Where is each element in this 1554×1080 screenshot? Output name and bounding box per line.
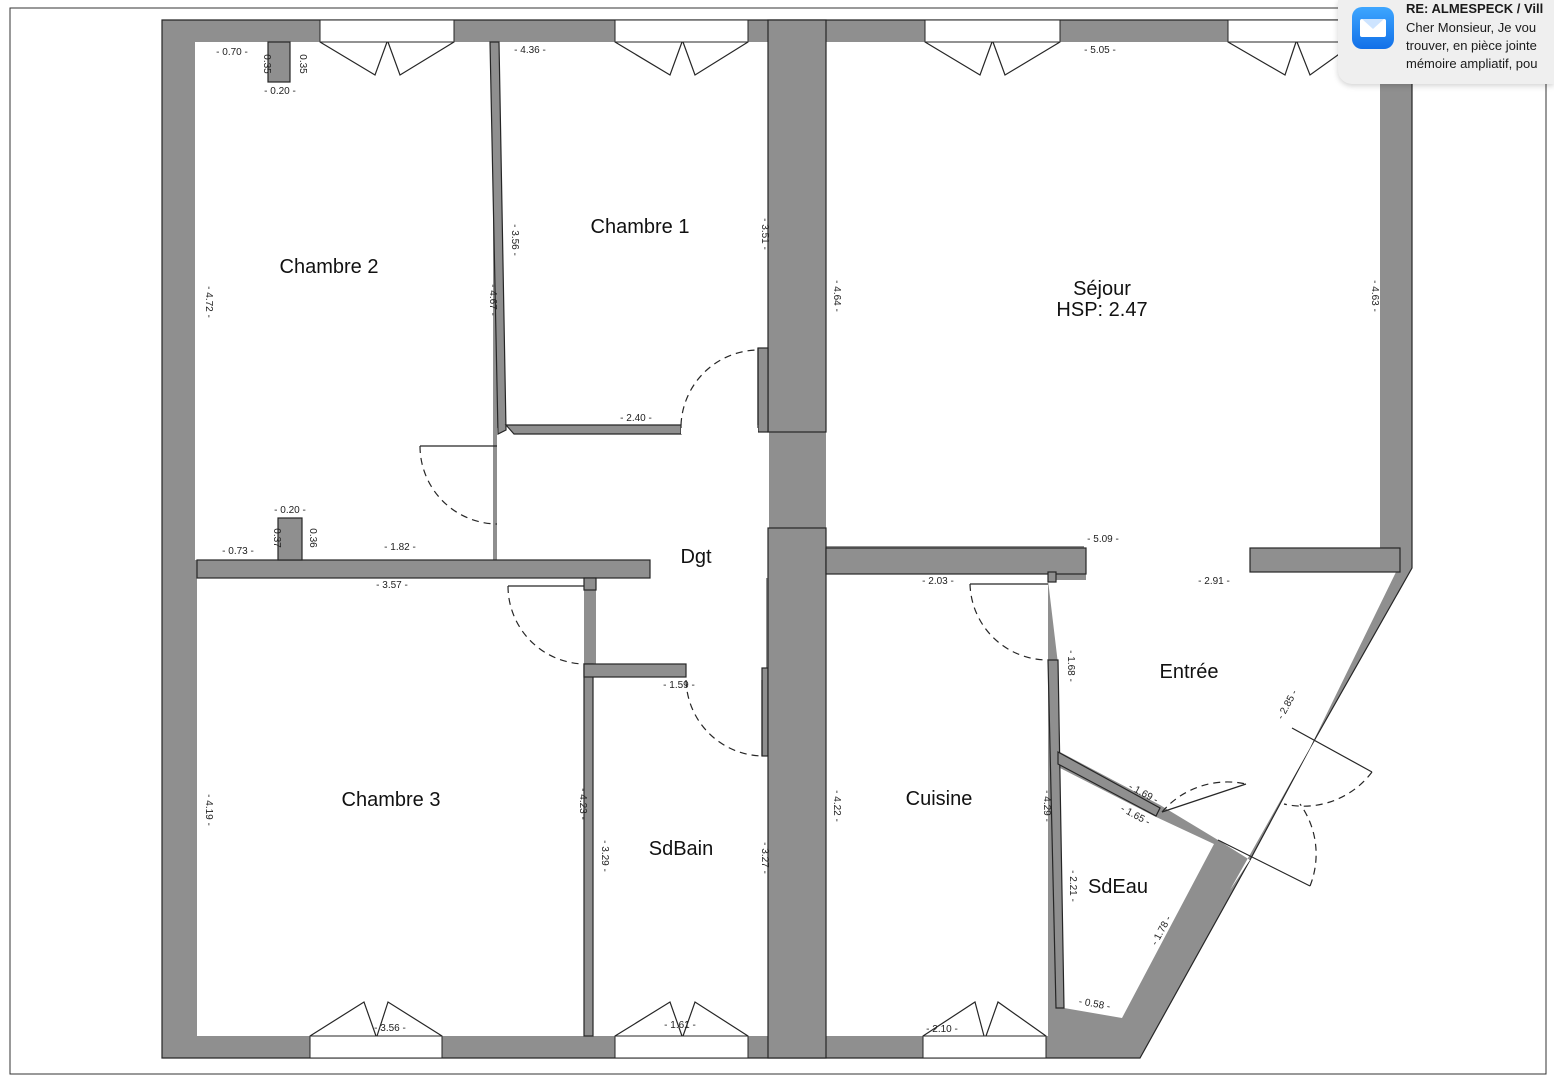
doors bbox=[419, 348, 1373, 887]
dim-ch2-bottom: - 1.82 - bbox=[384, 542, 416, 553]
dim-ch3-bottom: - 3.56 - bbox=[374, 1023, 406, 1034]
room-label-sdbain: SdBain bbox=[649, 838, 714, 860]
dim-ch3-top: - 3.57 - bbox=[376, 580, 408, 591]
window-ch3 bbox=[309, 1035, 443, 1059]
room-label-hsp: HSP: 2.47 bbox=[1056, 299, 1147, 321]
room-label-entree: Entrée bbox=[1160, 661, 1219, 683]
wall-ch2-top-niche bbox=[267, 41, 291, 83]
window-ch1 bbox=[614, 19, 749, 43]
dim-ch1-top: - 4.36 - bbox=[514, 45, 546, 56]
dimension-labels-horizontal: - 0.70 - - 0.20 - - 4.36 - - 5.05 - - 2.… bbox=[216, 45, 1230, 1035]
room-label-sejour: Séjour bbox=[1073, 278, 1131, 300]
dim-ch2-niche-b: 0.35 bbox=[297, 54, 308, 74]
notification-body: Cher Monsieur, Je vou trouver, en pièce … bbox=[1406, 19, 1554, 73]
partition-ch1-bottom bbox=[504, 424, 682, 435]
room-label-chambre1: Chambre 1 bbox=[591, 216, 690, 238]
entree-area bbox=[1048, 546, 1396, 890]
dim-sej-left: - 4.64 - bbox=[831, 280, 842, 312]
dim-cui-left: - 4.22 - bbox=[831, 790, 842, 822]
dim-ch2-bottom-a: 0.37 bbox=[271, 528, 282, 548]
dim-sdb-bottom: - 1.61 - bbox=[664, 1020, 696, 1031]
dim-ch2-niche-a: 0.35 bbox=[261, 54, 272, 74]
wall-ch1-sejour bbox=[767, 19, 827, 433]
partition-sdbain-right bbox=[761, 667, 769, 757]
notification-line-2: trouver, en pièce jointe bbox=[1406, 38, 1537, 53]
room-label-sdeau: SdEau bbox=[1088, 876, 1148, 898]
wall-sdbain-cuisine bbox=[767, 527, 827, 1059]
notification-line-3: mémoire ampliatif, pou bbox=[1406, 56, 1538, 71]
notification-title: RE: ALMESPECK / Vill bbox=[1406, 1, 1544, 16]
plan-frame bbox=[9, 7, 1547, 1075]
partition-sdbain-top bbox=[583, 663, 687, 678]
dim-sdb-top: - 1.59 - bbox=[663, 680, 695, 691]
wall-sejour-cuisine bbox=[825, 547, 1087, 575]
dim-ch3-left: - 4.19 - bbox=[203, 794, 214, 826]
wall-cuisine-stub bbox=[1047, 571, 1057, 583]
dim-cui-right: - 4.29 - bbox=[1041, 790, 1052, 822]
chambre1-area bbox=[499, 42, 768, 434]
dim-sde-left: - 2.21 - bbox=[1067, 870, 1078, 902]
dim-sej-right: - 4.63 - bbox=[1369, 280, 1380, 312]
dimension-labels-vertical: 0.35 0.35 - 4.72 - - 3.56 - - 4.67 - - 3… bbox=[203, 54, 1380, 902]
window-cuisine bbox=[922, 1035, 1047, 1059]
chambre3-area bbox=[197, 578, 584, 1036]
mail-app-icon bbox=[1352, 7, 1394, 49]
dim-sdb-right: - 3.27 - bbox=[759, 842, 770, 874]
dim-ch2-bottom-b: 0.36 bbox=[307, 528, 318, 548]
dim-ch2-right: - 4.67 - bbox=[487, 284, 498, 316]
partition-ch1-ch2 bbox=[489, 41, 507, 435]
room-label-chambre2: Chambre 2 bbox=[280, 256, 379, 278]
room-label-chambre3: Chambre 3 bbox=[342, 789, 441, 811]
sdbain-area bbox=[593, 670, 768, 1036]
corridor-left-area bbox=[497, 430, 517, 560]
dim-ch1-bottom: - 2.40 - bbox=[620, 413, 652, 424]
dim-cui-top: - 2.03 - bbox=[922, 576, 954, 587]
room-label-cuisine: Cuisine bbox=[906, 788, 973, 810]
window-ch2 bbox=[319, 19, 455, 43]
notification-line-1: Cher Monsieur, Je vou bbox=[1406, 20, 1537, 35]
dim-ent-top: - 2.91 - bbox=[1198, 576, 1230, 587]
chambre2-area bbox=[195, 42, 493, 560]
room-label-dgt: Dgt bbox=[680, 546, 712, 568]
corridor-area bbox=[497, 428, 769, 578]
dim-ent-mid: - 1.68 - bbox=[1065, 650, 1076, 682]
wall-ch1-door-jamb bbox=[757, 347, 769, 433]
dim-ch2-left: - 4.72 - bbox=[203, 286, 214, 318]
partition-sdeau-diag bbox=[1057, 750, 1161, 817]
dim-ch2-bottom-left: - 0.73 - bbox=[222, 546, 254, 557]
door-gap-chambre1 bbox=[681, 428, 758, 434]
dim-ch2-niche-c: - 0.20 - bbox=[264, 86, 296, 97]
dim-ch2-top-left: - 0.70 - bbox=[216, 47, 248, 58]
wall-ch3-stub bbox=[583, 577, 597, 591]
wall-sejour-entree bbox=[1249, 547, 1401, 573]
dim-sde-bottom: - 0.58 - bbox=[1078, 996, 1111, 1012]
sdeau-area bbox=[1060, 768, 1214, 1018]
dim-sej-bottom: - 5.09 - bbox=[1087, 534, 1119, 545]
wall-ch2-ch3 bbox=[196, 559, 651, 579]
window-sejour-1 bbox=[924, 19, 1061, 43]
mail-notification[interactable]: RE: ALMESPECK / Vill Cher Monsieur, Je v… bbox=[1338, 0, 1554, 84]
dim-ch1-left: - 3.56 - bbox=[509, 224, 520, 256]
cuisine-area bbox=[826, 574, 1048, 1036]
dim-sdb-left: - 3.29 - bbox=[599, 840, 610, 872]
dim-ch2-bottom-niche: - 0.20 - bbox=[274, 505, 306, 516]
window-sdbain bbox=[614, 1035, 749, 1059]
dim-ch1-right: - 3.51 - bbox=[759, 218, 770, 250]
dim-ch3-right: - 4.23 - bbox=[577, 788, 588, 820]
partition-cuisine-sdeau bbox=[1047, 659, 1065, 1009]
wall-ch2-pillar bbox=[277, 517, 303, 561]
dim-cui-bottom: - 2.10 - bbox=[926, 1024, 958, 1035]
dim-sej-top: - 5.05 - bbox=[1084, 45, 1116, 56]
partition-ch3-sdbain bbox=[583, 663, 594, 1037]
sejour-right-area bbox=[1084, 42, 1380, 548]
